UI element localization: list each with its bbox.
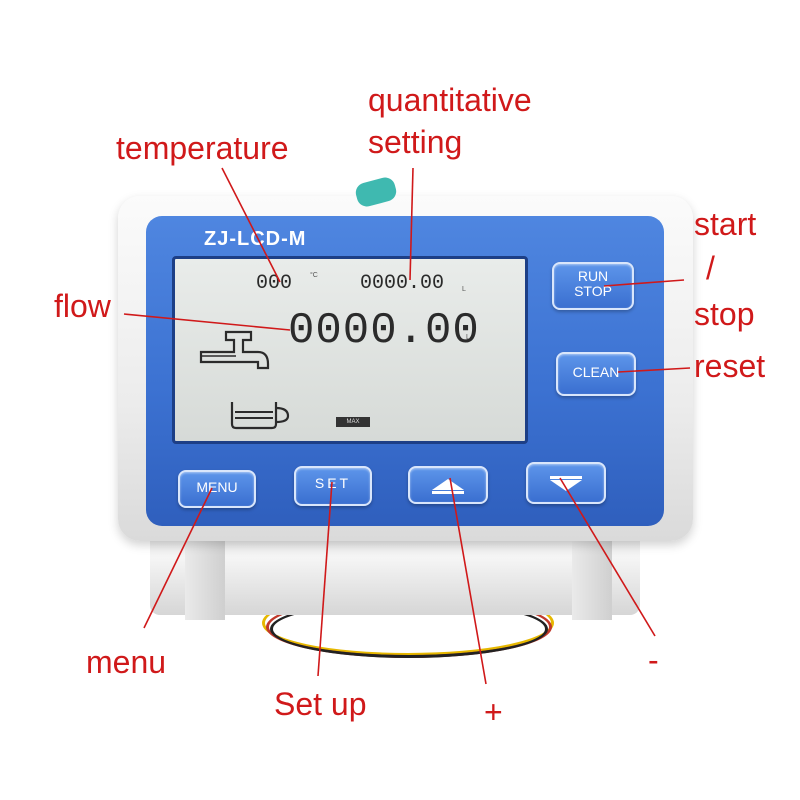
- lcd-quantitative: 0000.00: [360, 272, 445, 295]
- callout-stop: stop: [694, 296, 755, 332]
- set-button[interactable]: SET: [294, 466, 372, 506]
- callout-flow: flow: [54, 288, 111, 324]
- triangle-up-icon: [432, 479, 464, 494]
- up-button[interactable]: [408, 466, 488, 504]
- lcd-flow-unit: L: [466, 334, 470, 341]
- faucet-icon: [199, 330, 270, 370]
- callout-quantitative: quantitative: [368, 82, 532, 118]
- set-label: SET: [314, 475, 352, 491]
- callout-setting: setting: [368, 124, 463, 160]
- callout-menu: menu: [86, 644, 167, 680]
- housing-rib-left: [185, 540, 225, 620]
- callout-plus: +: [484, 694, 503, 730]
- lcd-temperature: 000: [256, 272, 293, 295]
- down-button[interactable]: [526, 462, 606, 504]
- run-stop-button[interactable]: RUN STOP: [552, 262, 634, 310]
- callout-start: start: [694, 206, 757, 242]
- callout-minus: -: [648, 642, 659, 678]
- brand-label: ZJ-LCD-M: [204, 228, 307, 250]
- callout-set-up: Set up: [274, 686, 367, 722]
- lcd-quantitative-unit: L: [462, 286, 466, 293]
- lcd-temperature-unit: °C: [310, 272, 318, 279]
- run-label: RUN: [577, 268, 609, 284]
- menu-label: MENU: [196, 479, 238, 495]
- menu-button[interactable]: MENU: [178, 470, 256, 508]
- callout-temperature: temperature: [116, 130, 289, 166]
- callout-reset: reset: [694, 348, 766, 384]
- callout-slash: /: [706, 250, 715, 286]
- tank-icon: [230, 402, 290, 430]
- clean-label: CLEAN: [572, 364, 620, 380]
- stop-label: STOP: [574, 283, 612, 299]
- triangle-down-icon: [550, 476, 582, 491]
- clean-button[interactable]: CLEAN: [556, 352, 636, 396]
- max-indicator: MAX: [336, 417, 370, 427]
- lcd-flow: 0000.00: [288, 306, 480, 356]
- housing-rib-right: [572, 540, 612, 620]
